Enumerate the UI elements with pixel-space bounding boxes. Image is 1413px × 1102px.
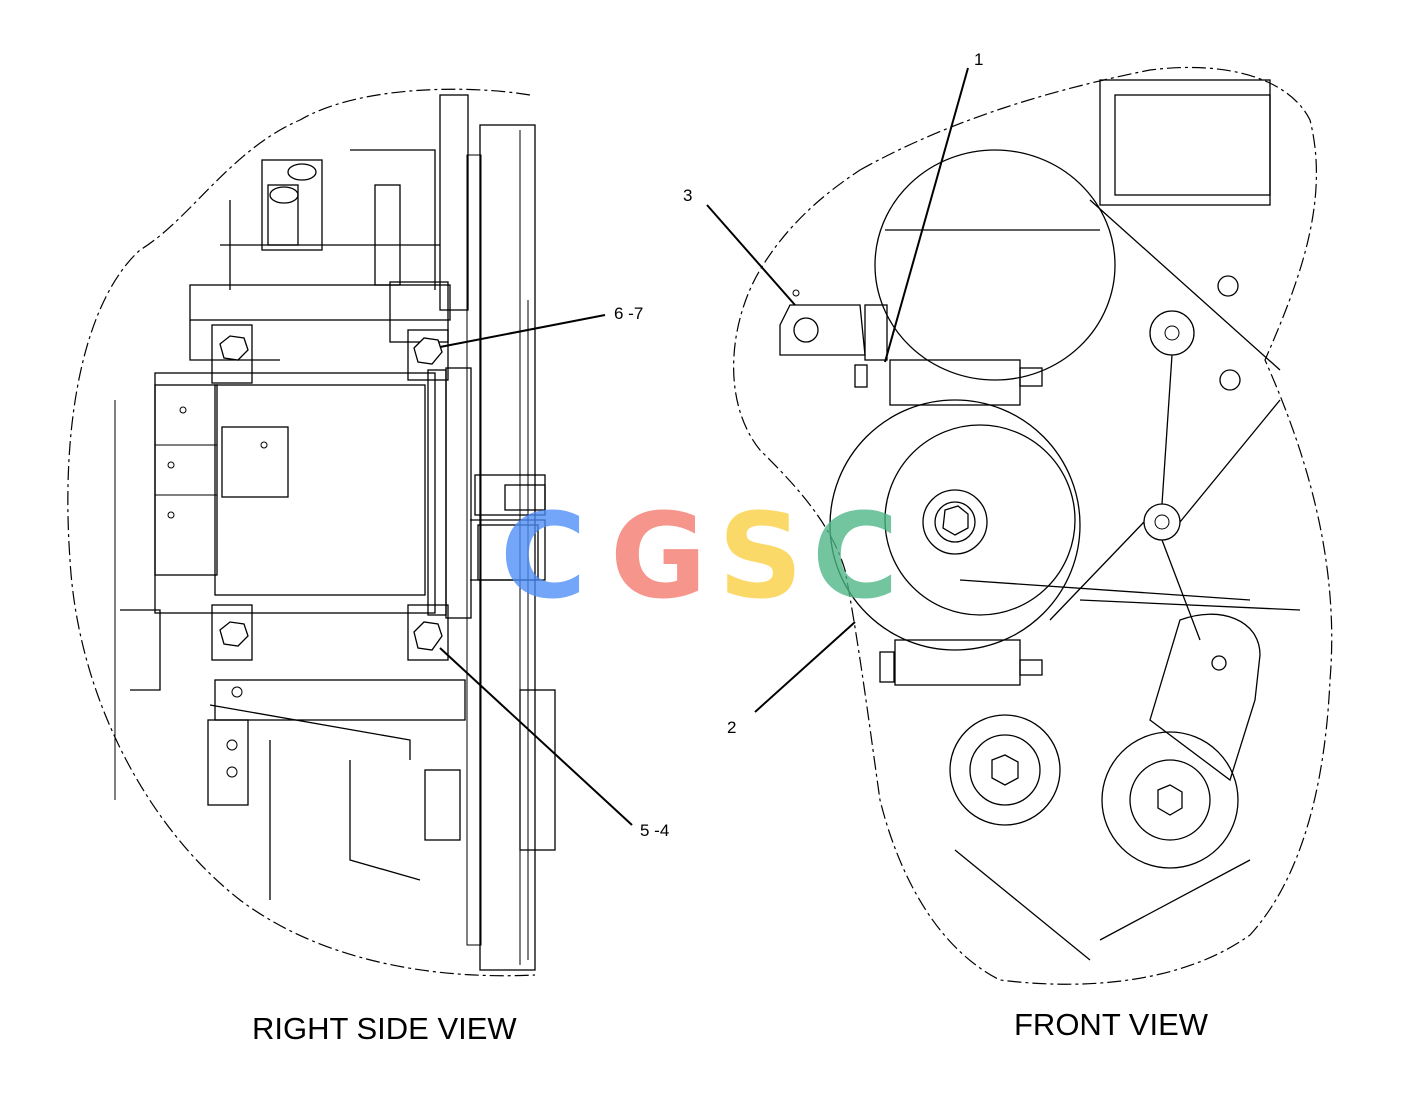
leader-2	[754, 621, 856, 713]
leader-3	[706, 204, 796, 306]
right-side-view-caption: RIGHT SIDE VIEW	[252, 1011, 517, 1046]
right-side-view-break-outline	[67, 88, 536, 977]
leader-1	[884, 67, 969, 363]
callout-3: 3	[683, 186, 692, 205]
housing-bolts	[211, 324, 449, 661]
right-side-view	[67, 88, 556, 977]
callouts: 1 3 2 6 -7 5 -4	[614, 50, 983, 840]
front-view-caption: FRONT VIEW	[1014, 1007, 1209, 1042]
watermark-letter-c2: C	[812, 487, 899, 625]
callout-5-4: 5 -4	[640, 821, 669, 840]
watermark-letter-c1: C	[500, 487, 587, 625]
callout-2: 2	[727, 718, 736, 737]
leader-lines	[439, 67, 969, 826]
leader-6-7	[439, 314, 606, 348]
callout-6-7: 6 -7	[614, 304, 643, 323]
front-view-break-outline	[733, 66, 1333, 985]
watermark-letter-g: G	[610, 487, 707, 625]
leader-5-4	[439, 647, 633, 826]
watermark-letter-s: S	[718, 487, 803, 625]
watermark-logo: C G S C	[500, 487, 899, 625]
callout-1: 1	[974, 50, 983, 69]
front-view	[733, 66, 1333, 985]
